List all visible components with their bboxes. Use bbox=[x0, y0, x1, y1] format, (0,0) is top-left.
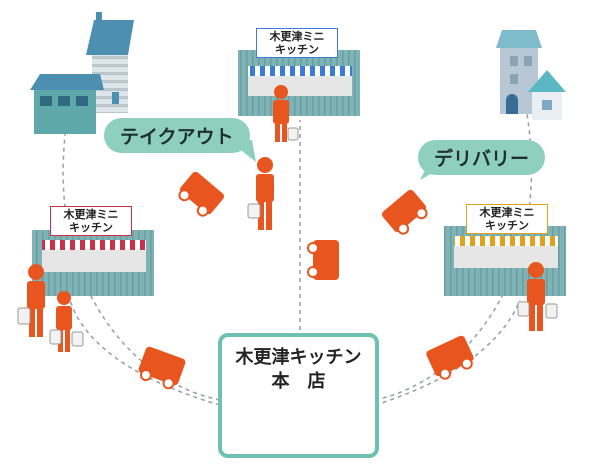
delivery-bubble: デリバリー bbox=[418, 140, 546, 175]
shopping-bag-icon bbox=[517, 301, 558, 319]
hq-subtitle: 本 店 bbox=[271, 371, 326, 392]
sign-line2: キッチン bbox=[275, 43, 319, 56]
mini-kitchen-sign-right: 木更津ミニ キッチン bbox=[466, 204, 548, 234]
sign-line2: キッチン bbox=[69, 221, 113, 234]
delivery-van-icon bbox=[138, 346, 186, 390]
delivery-van-icon bbox=[307, 240, 339, 280]
person-icon bbox=[273, 85, 289, 142]
shopping-bag-icon bbox=[17, 307, 84, 347]
mini-kitchen-container-top bbox=[238, 50, 360, 116]
delivery-van-icon bbox=[426, 335, 474, 380]
sign-line1: 木更津ミニ bbox=[479, 206, 535, 219]
building-icon bbox=[30, 12, 134, 134]
person-icon bbox=[256, 157, 274, 230]
sign-line2: キッチン bbox=[485, 219, 529, 232]
takeout-bubble: テイクアウト bbox=[104, 118, 250, 153]
shopping-bag-icon bbox=[247, 127, 299, 219]
sign-line1: 木更津ミニ bbox=[63, 208, 119, 221]
delivery-van-icon bbox=[178, 171, 225, 217]
sign-line1: 木更津ミニ bbox=[269, 30, 325, 43]
mini-kitchen-sign-top: 木更津ミニ キッチン bbox=[256, 28, 338, 58]
house-icon bbox=[496, 30, 566, 120]
hq-title: 木更津キッチン bbox=[235, 347, 362, 368]
hq-kitchen-box: 木更津キッチン 本 店 bbox=[218, 333, 379, 458]
person-icon bbox=[527, 262, 545, 331]
mini-kitchen-container-left bbox=[32, 230, 154, 296]
mini-kitchen-container-right bbox=[444, 226, 566, 296]
mini-kitchen-sign-left: 木更津ミニ キッチン bbox=[50, 206, 132, 236]
person-icon bbox=[27, 264, 45, 337]
delivery-van-icon bbox=[381, 189, 428, 235]
